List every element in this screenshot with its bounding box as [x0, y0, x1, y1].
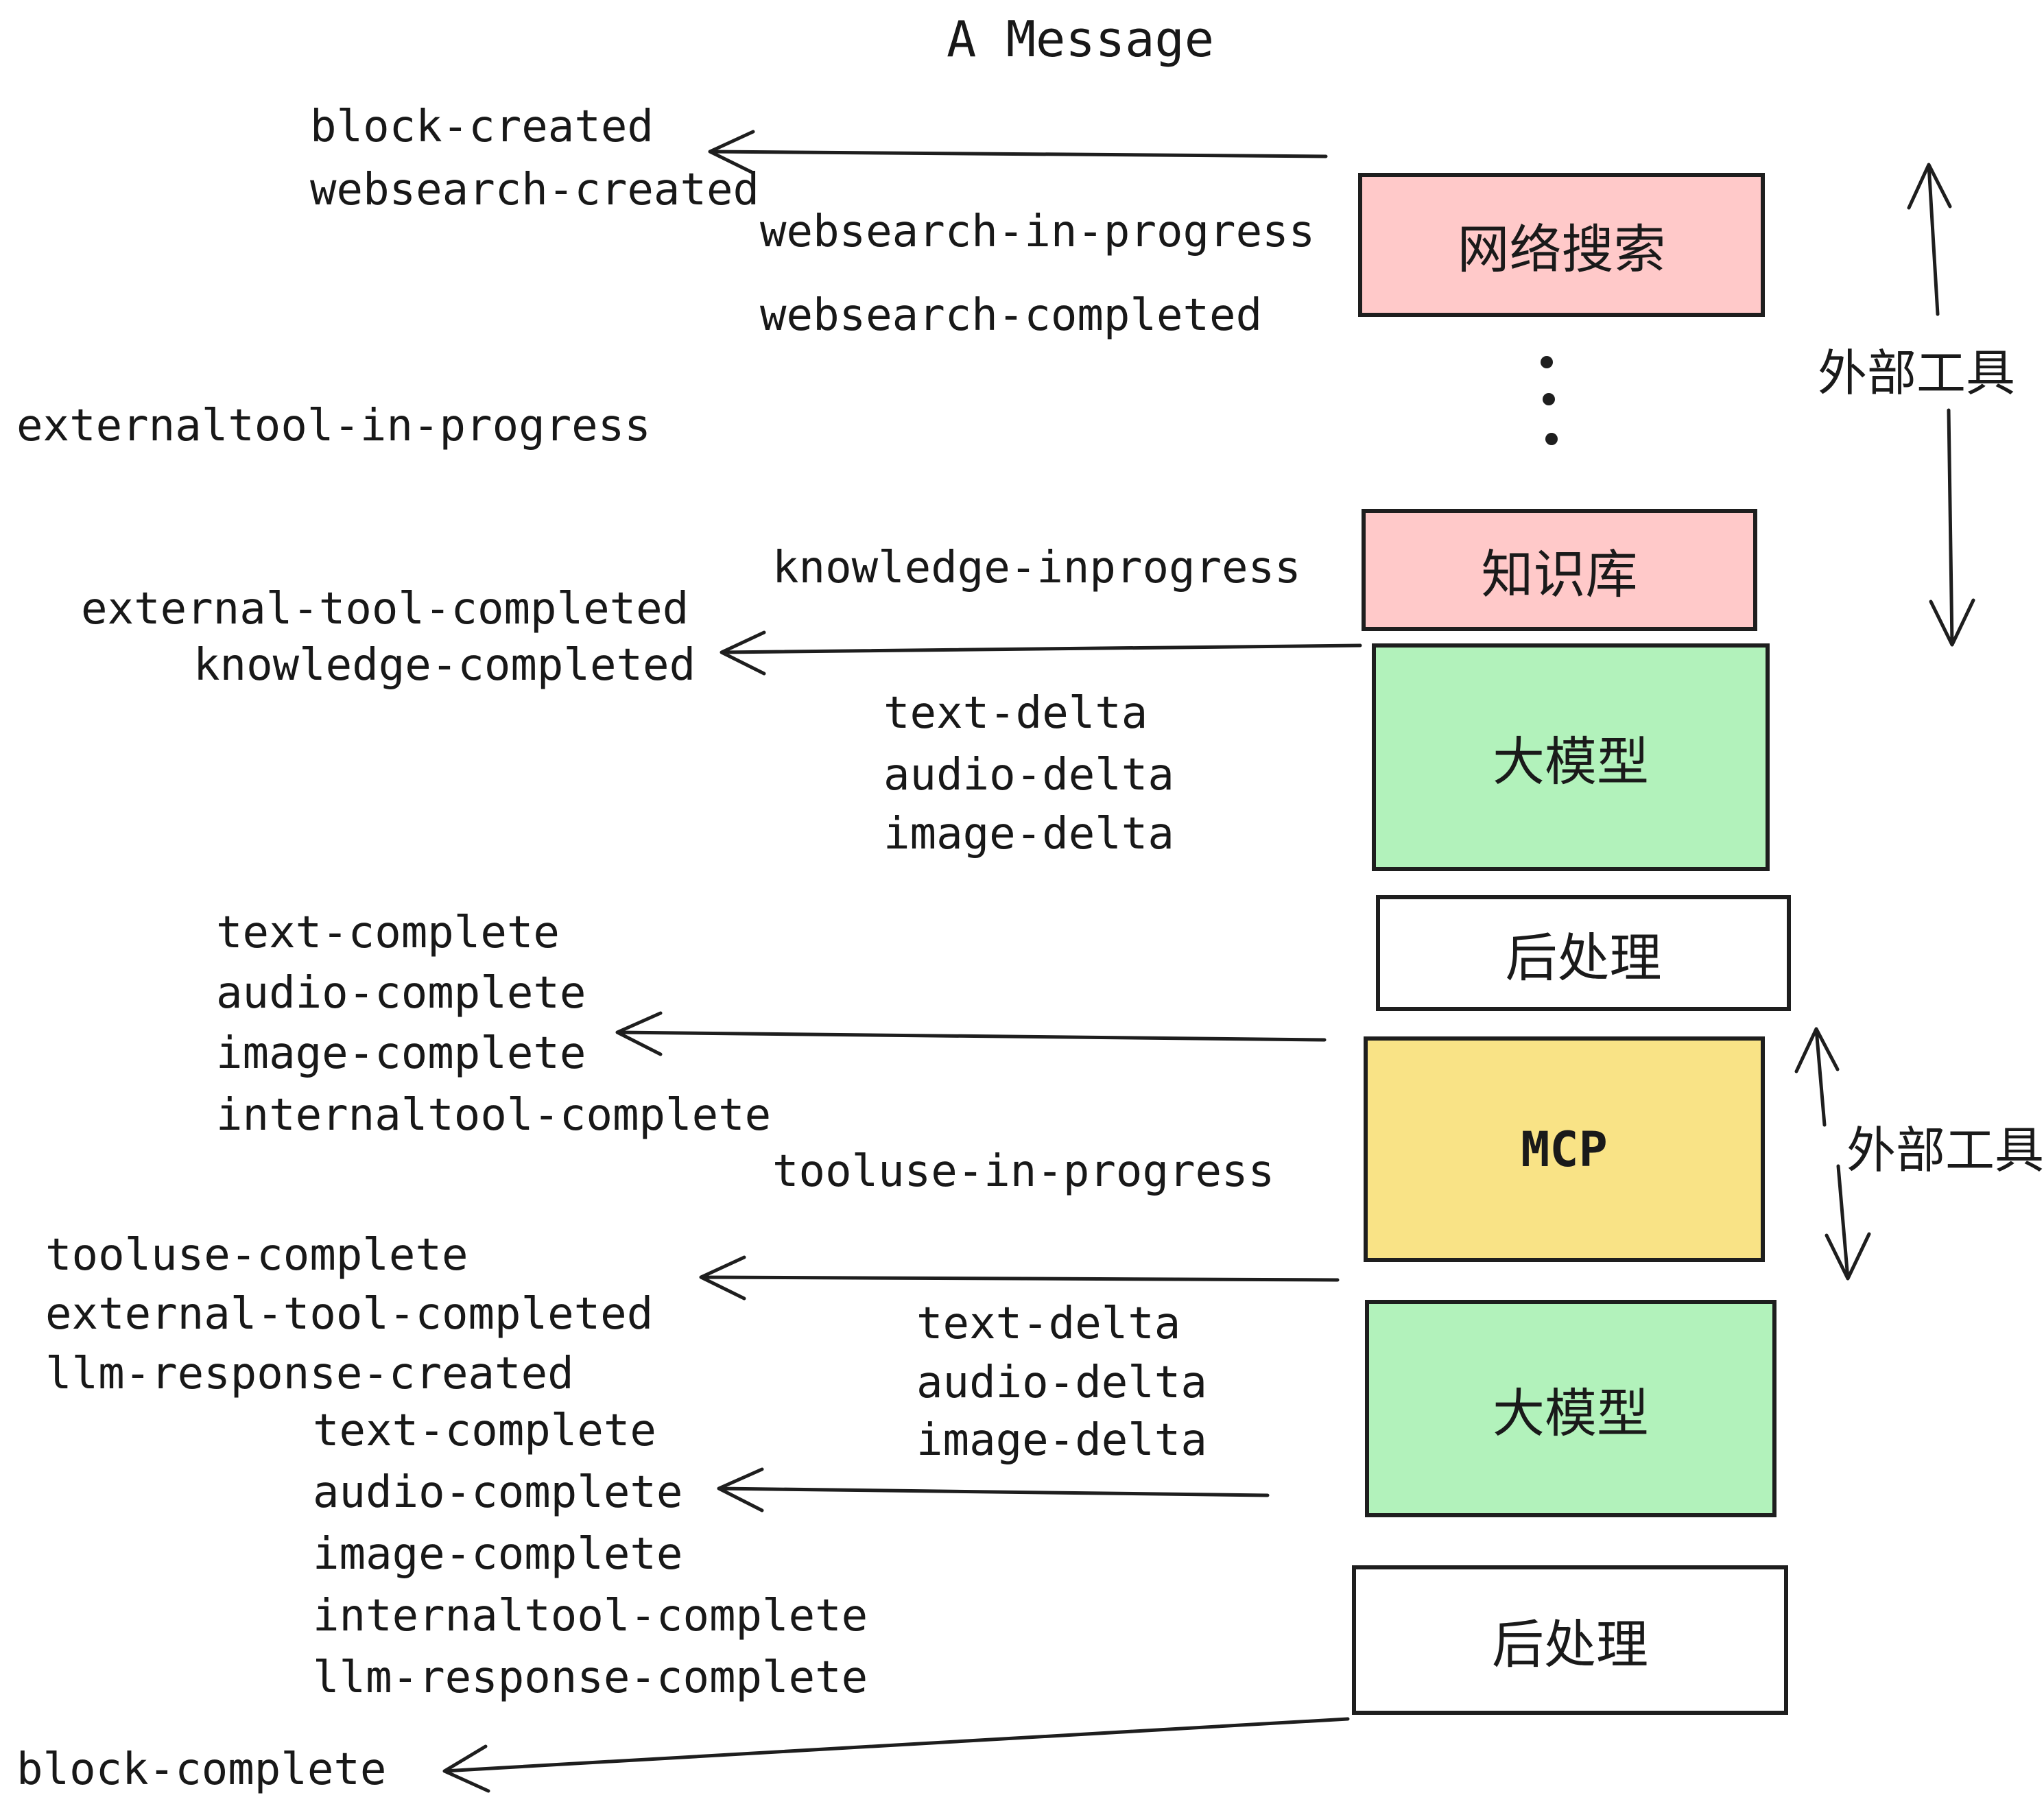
event-label-image-complete-2: image-complete — [313, 1529, 683, 1580]
knowledge-box: 知识库 — [1362, 509, 1757, 631]
event-label-image-delta-1: image-delta — [883, 809, 1174, 859]
event-label-internaltool-complete-2: internaltool-complete — [313, 1591, 868, 1641]
llm-box-1: 大模型 — [1372, 643, 1770, 871]
event-label-image-delta-2: image-delta — [916, 1415, 1207, 1466]
arrow-knowledge-completed — [720, 630, 1362, 676]
event-label-llm-response-complete: llm-response-complete — [313, 1652, 868, 1703]
llm-box-1-label: 大模型 — [1493, 733, 1649, 792]
arrow-audio-complete — [717, 1467, 1270, 1512]
arrow-external-tools-down-2 — [1825, 1164, 1871, 1281]
event-label-text-delta-2: text-delta — [916, 1298, 1181, 1349]
arrow-image-complete — [615, 1011, 1327, 1056]
event-label-websearch-in-progress: websearch-in-progress — [760, 206, 1316, 257]
event-label-block-created: block-created — [310, 102, 654, 152]
event-label-audio-delta-2: audio-delta — [916, 1357, 1207, 1408]
llm-box-2-label: 大模型 — [1493, 1384, 1649, 1443]
arrow-tooluse-complete — [699, 1255, 1340, 1301]
diagram-title: A Message — [947, 10, 1215, 68]
event-label-text-delta-1: text-delta — [883, 688, 1148, 739]
external-tools-label-2: 外部工具 — [1846, 1124, 2044, 1178]
post-process-box-1: 后处理 — [1376, 895, 1791, 1011]
ellipsis-dot — [1543, 393, 1555, 405]
event-label-text-complete-1: text-complete — [216, 907, 560, 958]
event-label-tooluse-in-progress: tooluse-in-progress — [772, 1146, 1275, 1197]
ellipsis-dot — [1541, 356, 1553, 368]
external-tools-label-1: 外部工具 — [1818, 346, 2016, 401]
arrow-external-tools-up-2 — [1794, 1027, 1840, 1127]
event-label-externaltool-in-progress: externaltool-in-progress — [16, 401, 651, 451]
event-label-image-complete-1: image-complete — [216, 1028, 586, 1079]
arrow-external-tools-up-1 — [1907, 163, 1952, 316]
event-label-block-complete: block-complete — [16, 1744, 387, 1795]
event-label-audio-complete-1: audio-complete — [216, 968, 586, 1019]
websearch-box: 网络搜索 — [1358, 173, 1765, 317]
post-process-box-2: 后处理 — [1352, 1565, 1788, 1715]
arrow-block-complete — [442, 1717, 1350, 1793]
websearch-box-label: 网络搜索 — [1457, 221, 1666, 279]
event-label-audio-delta-1: audio-delta — [883, 750, 1174, 800]
event-label-text-complete-2: text-complete — [313, 1405, 656, 1456]
mcp-box-label: MCP — [1521, 1121, 1608, 1178]
event-label-internaltool-complete-1: internaltool-complete — [216, 1090, 772, 1141]
event-label-external-tool-completed-2: external-tool-completed — [45, 1289, 654, 1340]
event-label-websearch-completed: websearch-completed — [760, 290, 1263, 341]
event-label-knowledge-inprogress: knowledge-inprogress — [772, 543, 1301, 593]
post-process-box-1-label: 后处理 — [1505, 929, 1662, 988]
event-label-tooluse-complete: tooluse-complete — [45, 1230, 468, 1281]
event-label-audio-complete-2: audio-complete — [313, 1467, 683, 1518]
arrow-external-tools-down-1 — [1929, 408, 1975, 647]
knowledge-box-label: 知识库 — [1481, 546, 1638, 604]
ellipsis-dot — [1545, 433, 1558, 445]
event-label-llm-response-created: llm-response-created — [45, 1349, 574, 1399]
event-label-external-tool-completed-1: external-tool-completed — [81, 584, 689, 634]
mcp-box: MCP — [1364, 1036, 1765, 1262]
llm-box-2: 大模型 — [1365, 1300, 1776, 1517]
event-label-knowledge-completed: knowledge-completed — [193, 640, 696, 691]
event-label-websearch-created: websearch-created — [310, 165, 760, 215]
post-process-box-2-label: 后处理 — [1492, 1616, 1648, 1674]
arrow-block-created — [708, 130, 1328, 175]
